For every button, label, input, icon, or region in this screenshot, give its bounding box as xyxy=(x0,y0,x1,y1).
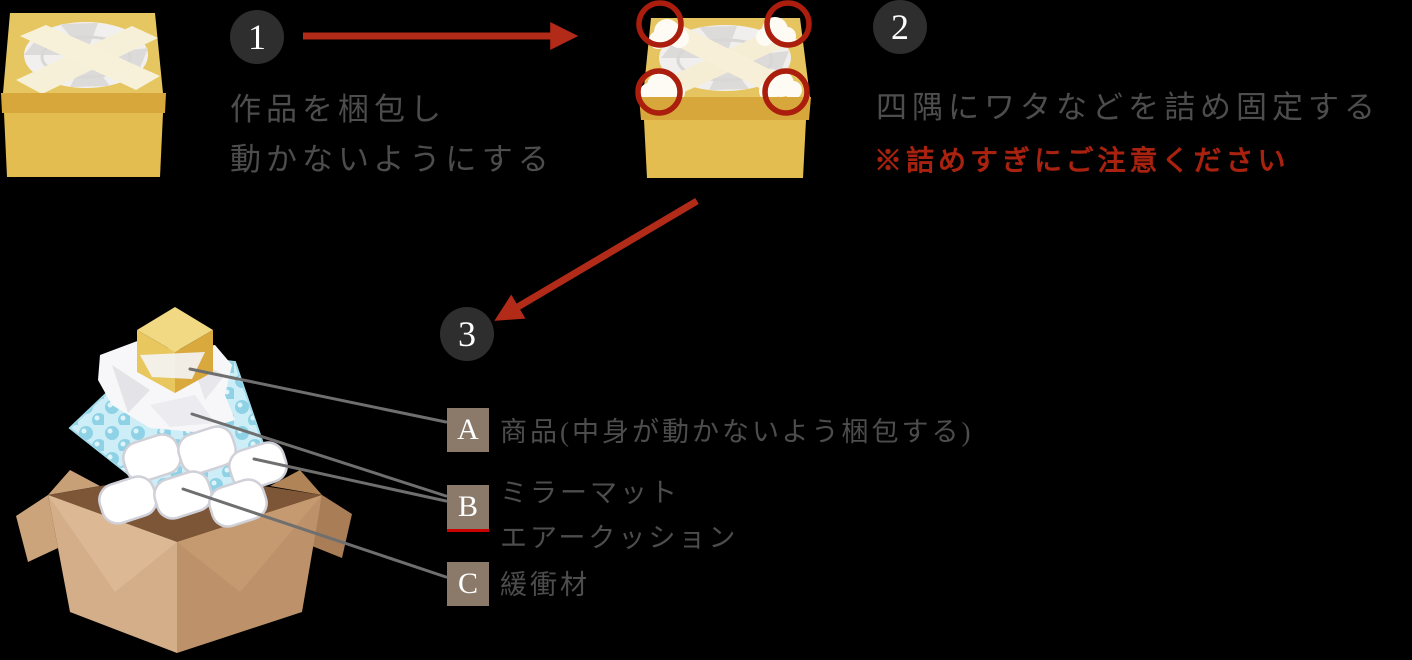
legend-key-b-letter: B xyxy=(457,490,478,523)
legend-text-b: ミラーマット エアークッション xyxy=(500,471,738,561)
box-front xyxy=(4,113,163,177)
leader-line-b1 xyxy=(190,412,448,498)
tape-x-icon xyxy=(16,25,160,94)
legend-text-b-line-1: ミラーマット xyxy=(500,478,680,508)
air-cushions xyxy=(98,425,288,528)
legend-key-c-letter: C xyxy=(457,567,478,600)
arrow-diagonal-icon xyxy=(494,197,699,321)
leader-line-c xyxy=(181,487,448,579)
step-2-badge: 2 xyxy=(873,0,927,54)
leader-line-b2 xyxy=(252,457,448,503)
wrapped-bowl-box-illustration xyxy=(1,13,166,177)
tape-x-icon xyxy=(645,24,799,98)
step-2-warning-note: ※詰めすぎにご注意ください xyxy=(874,146,1290,177)
step-1-caption: 作品を梱包し 動かないようにする xyxy=(230,85,554,185)
step-1-badge: 1 xyxy=(230,10,284,64)
box-band xyxy=(1,93,166,113)
step-2-number: 2 xyxy=(891,7,909,47)
red-corner-circle-icons xyxy=(635,0,812,116)
tissue-fold xyxy=(140,352,205,379)
step-1-line-2: 動かないようにする xyxy=(230,142,554,177)
packing-layers-illustration xyxy=(16,307,352,653)
step-1-line-1: 作品を梱包し xyxy=(230,92,446,127)
leader-line-a xyxy=(188,367,448,424)
legend-key-b: B xyxy=(447,485,489,529)
corner-stuffed-box-illustration xyxy=(635,0,812,178)
legend-key-b-underline xyxy=(447,529,489,532)
step-1-number: 1 xyxy=(248,17,266,57)
step-2-caption: 四隅にワタなどを詰め固定する xyxy=(876,90,1380,125)
legend-text-b-line-2: エアークッション xyxy=(500,523,739,553)
legend-key-a-letter: A xyxy=(457,413,479,446)
step-3-badge: 3 xyxy=(440,307,494,361)
step-3-number: 3 xyxy=(458,314,476,354)
legend-key-a: A xyxy=(447,408,489,452)
legend-text-a: 商品(中身が動かないよう梱包する) xyxy=(500,417,974,447)
legend-text-c: 緩衝材 xyxy=(500,570,590,600)
box-front xyxy=(644,120,806,178)
legend-key-c: C xyxy=(447,562,489,606)
